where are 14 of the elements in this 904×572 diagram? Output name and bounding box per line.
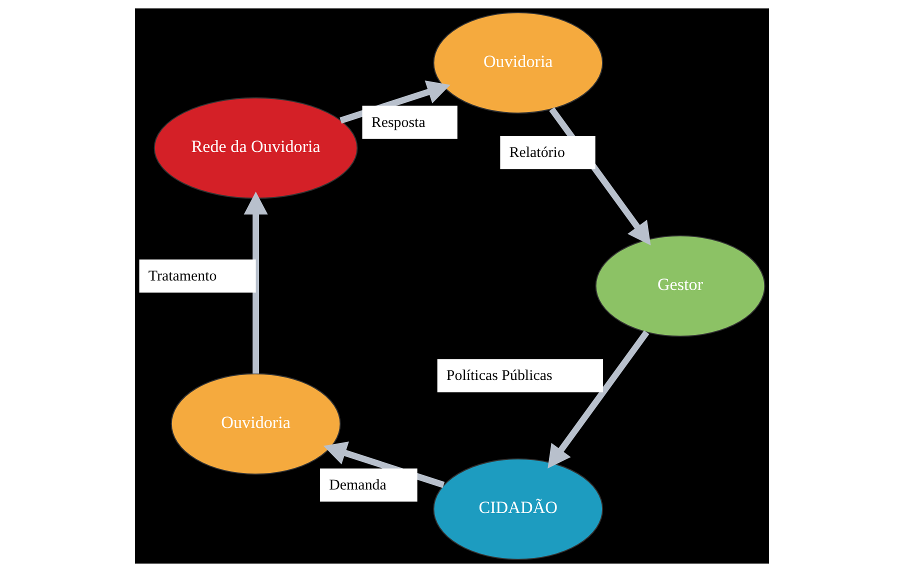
arrow [323,442,445,488]
edge-label: Relatório [509,145,565,162]
node-ellipse: Gestor [595,235,766,337]
edge-label: Resposta [371,114,426,131]
node-ellipse: Ouvidoria [433,12,604,114]
node-ellipse: Ouvidoria [170,373,341,475]
node-ellipse: Rede da Ouvidoria [154,97,358,199]
edge-label: Demanda [329,478,386,494]
edge-label: Políticas Públicas [446,368,552,384]
node-ellipse: CIDADÃO [433,458,604,560]
edge-label: Tratamento [148,268,217,285]
arrow [340,80,450,124]
arrow [548,330,650,469]
arrow [244,192,268,374]
